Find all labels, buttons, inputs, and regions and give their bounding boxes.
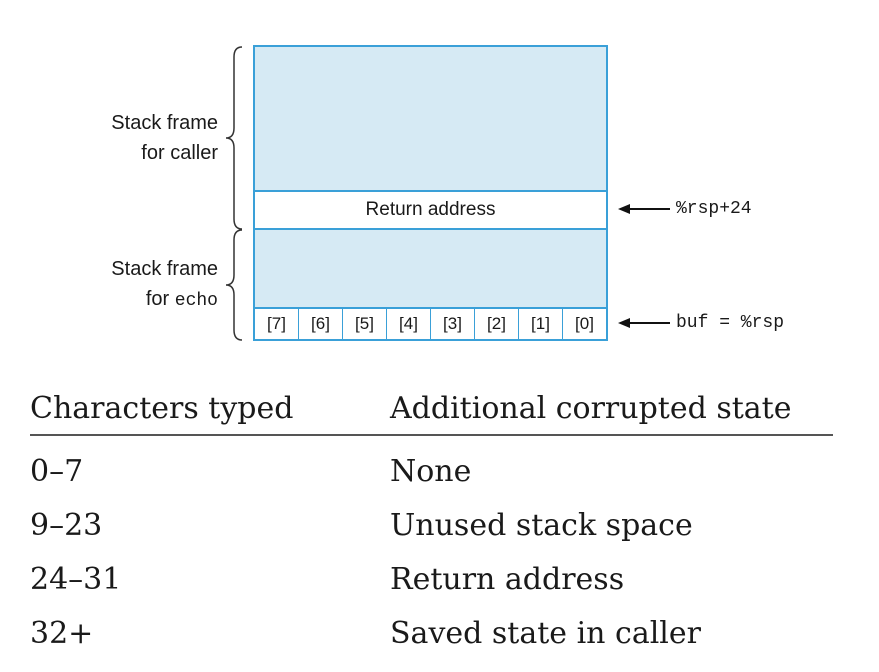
- cell-chars: 0–7: [30, 453, 84, 489]
- header-characters-typed: Characters typed: [30, 390, 294, 426]
- caller-frame-label: Stack frame for caller: [38, 108, 218, 168]
- caller-frame-label-line2: for caller: [141, 142, 218, 164]
- header-corrupted-state: Additional corrupted state: [390, 390, 792, 426]
- buf-cell-7: [7]: [267, 314, 286, 333]
- buf-cell-2: [2]: [474, 309, 518, 339]
- table-header: Characters typed Additional corrupted st…: [30, 382, 833, 436]
- buf-cell-5: [5]: [342, 309, 386, 339]
- cell-chars: 24–31: [30, 561, 122, 597]
- return-address-pointer-label: %rsp+24: [676, 199, 752, 219]
- cell-chars: 32+: [30, 615, 94, 651]
- echo-function-name: echo: [174, 291, 218, 311]
- caller-frame-region: [255, 47, 606, 190]
- return-address-label: Return address: [365, 199, 496, 220]
- cell-state: Unused stack space: [390, 507, 693, 543]
- buf-cell-3: [3]: [430, 309, 474, 339]
- cell-state: Saved state in caller: [390, 615, 701, 651]
- return-address-slot: Return address: [255, 190, 606, 230]
- caller-frame-brace: [225, 46, 243, 230]
- return-address-pointer: %rsp+24: [618, 199, 752, 219]
- echo-frame-label: Stack frame for echo: [38, 254, 218, 316]
- echo-frame-region: [255, 230, 606, 307]
- table-row: 24–31 Return address: [30, 552, 833, 606]
- caller-frame-label-line1: Stack frame: [111, 112, 218, 134]
- buf-array: [7] [6] [5] [4] [3] [2] [1] [0]: [255, 307, 606, 339]
- stack-diagram: Return address [7] [6] [5] [4] [3] [2] […: [253, 45, 608, 341]
- echo-frame-brace: [225, 229, 243, 341]
- cell-chars: 9–23: [30, 507, 103, 543]
- table-row: 32+ Saved state in caller: [30, 606, 833, 660]
- buf-pointer: buf = %rsp: [618, 313, 784, 333]
- buf-cell-6: [6]: [298, 309, 342, 339]
- table-row: 9–23 Unused stack space: [30, 498, 833, 552]
- echo-frame-label-line2: for echo: [38, 284, 218, 316]
- echo-frame-label-line1: Stack frame: [111, 258, 218, 280]
- buf-cell-0: [0]: [562, 309, 606, 339]
- cell-state: Return address: [390, 561, 625, 597]
- table-row: 0–7 None: [30, 444, 833, 498]
- left-arrow-icon: [618, 318, 670, 328]
- buf-cell-1: [1]: [518, 309, 562, 339]
- buf-pointer-label: buf = %rsp: [676, 313, 785, 333]
- buf-cell-4: [4]: [386, 309, 430, 339]
- echo-frame-label-for: for: [145, 288, 170, 310]
- cell-state: None: [390, 453, 472, 489]
- left-arrow-icon: [618, 204, 670, 214]
- table-body: 0–7 None 9–23 Unused stack space 24–31 R…: [30, 444, 833, 660]
